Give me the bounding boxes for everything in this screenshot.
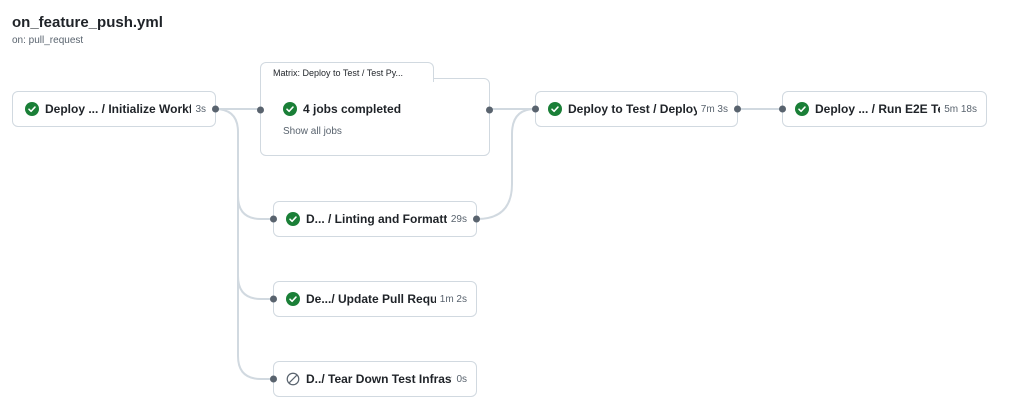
job-name: Deploy ... / Run E2E Tests: [815, 102, 940, 116]
job-duration: 1m 2s: [439, 293, 467, 305]
connector-init-to-teardown: [237, 276, 273, 380]
input-port: [270, 215, 277, 223]
job-name: D... / Linting and Formatting: [306, 212, 447, 226]
workflow-title: on_feature_push.yml: [12, 14, 163, 31]
job-duration: 0s: [456, 373, 467, 385]
success-check-icon: [548, 102, 562, 116]
output-port: [473, 215, 480, 223]
output-port: [734, 105, 741, 113]
matrix-header: Matrix: Deploy to Test / Test Py...: [260, 62, 434, 82]
skipped-icon: [286, 372, 300, 386]
job-duration: 5m 18s: [944, 103, 977, 115]
job-name: D../ Tear Down Test Infrast...: [306, 372, 453, 386]
input-port: [779, 105, 786, 113]
job-duration: 29s: [450, 213, 467, 225]
success-check-icon: [25, 102, 39, 116]
success-check-icon: [283, 102, 297, 116]
show-all-jobs-link[interactable]: Show all jobs: [283, 126, 342, 137]
matrix-summary: 4 jobs completed: [303, 102, 402, 116]
matrix-summary-row: 4 jobs completed: [283, 102, 401, 116]
job-name: Deploy to Test / Deploy: [568, 102, 697, 116]
job-tear-down-test-infrastructure[interactable]: D../ Tear Down Test Infrast... 0s: [270, 361, 477, 397]
job-run-e2e-tests[interactable]: Deploy ... / Run E2E Tests 5m 18s: [779, 91, 987, 127]
connector-init-to-update-pr: [237, 196, 273, 300]
input-port: [532, 105, 539, 113]
output-port: [486, 106, 493, 114]
job-name: De.../ Update Pull Request: [306, 292, 436, 306]
workflow-header: on_feature_push.yml on: pull_request: [12, 14, 163, 46]
input-port: [270, 295, 277, 303]
success-check-icon: [286, 212, 300, 226]
job-duration: 7m 3s: [700, 103, 728, 115]
matrix-job-group[interactable]: 4 jobs completed Show all jobs: [257, 78, 493, 156]
success-check-icon: [795, 102, 809, 116]
job-linting-and-formatting[interactable]: D... / Linting and Formatting 29s: [270, 201, 480, 237]
job-duration: 3s: [195, 103, 206, 115]
job-update-pull-request[interactable]: De.../ Update Pull Request 1m 2s: [270, 281, 477, 317]
input-port: [257, 106, 264, 114]
output-port: [212, 105, 219, 113]
input-port: [270, 375, 277, 383]
job-deploy-to-test[interactable]: Deploy to Test / Deploy 7m 3s: [532, 91, 741, 127]
job-name: Deploy ... / Initialize Workflow: [45, 102, 192, 116]
workflow-trigger: on: pull_request: [12, 35, 84, 46]
success-check-icon: [286, 292, 300, 306]
job-initialize-workflow[interactable]: Deploy ... / Initialize Workflow 3s: [12, 91, 219, 127]
